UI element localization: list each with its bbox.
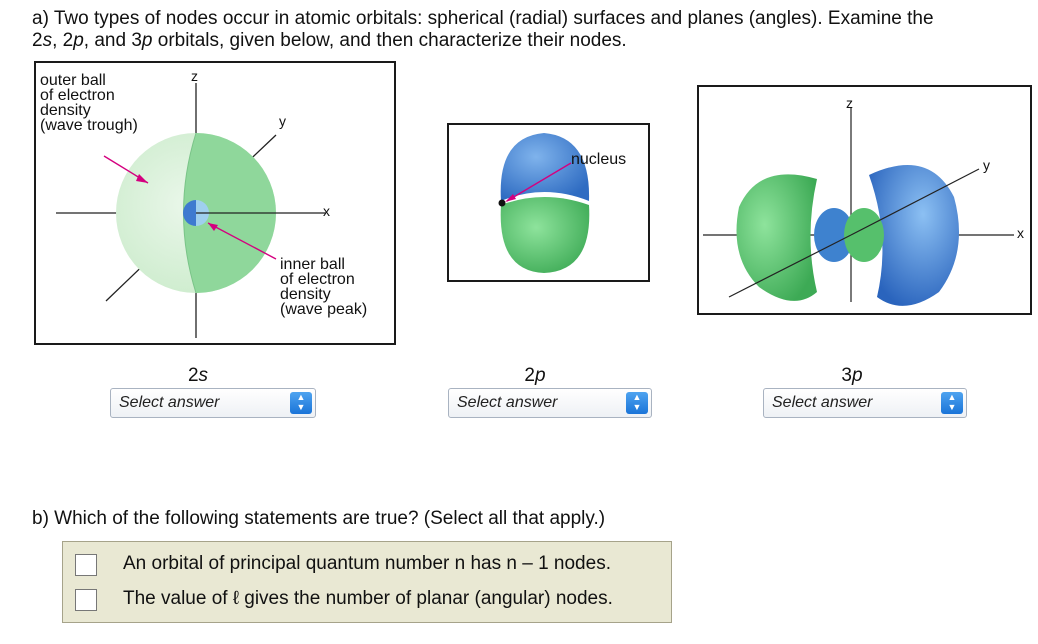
orbital-2p-drawing — [498, 133, 590, 273]
question-a-line2: 2s, 2p, and 3p orbitals, given below, an… — [32, 30, 627, 51]
axis-z-label-3p: z — [846, 95, 853, 111]
option-1-text: An orbital of principal quantum number n… — [123, 553, 611, 574]
orbital-3p-drawing — [703, 107, 1014, 306]
checkbox-2[interactable] — [75, 589, 97, 611]
orbital-label-2s: 2s — [187, 365, 209, 386]
orbital-2p-figure: nucleus — [447, 123, 650, 282]
select-arrows-icon[interactable]: ▲▼ — [626, 392, 648, 414]
select-2s[interactable]: Select answer ▲▼ — [110, 388, 316, 418]
inner-ball-label: inner ball of electron density (wave pea… — [280, 256, 368, 318]
axis-y-label: y — [279, 113, 286, 129]
select-arrows-icon[interactable]: ▲▼ — [290, 392, 312, 414]
orbital-label-3p: 3p — [841, 365, 863, 386]
orbital-2s-drawing — [56, 83, 326, 338]
select-arrows-icon[interactable]: ▲▼ — [941, 392, 963, 414]
axis-y-label-3p: y — [983, 157, 990, 173]
axis-z-label: z — [191, 68, 198, 84]
question-a-line1: a) Two types of nodes occur in atomic or… — [32, 8, 934, 29]
orbital-label-2p: 2p — [524, 365, 546, 386]
question-b: b) Which of the following statements are… — [32, 508, 606, 529]
orbital-3p-figure: z y x — [697, 85, 1032, 315]
orbital-2s-figure: outer ball of electron density (wave tro… — [34, 61, 396, 345]
select-2p[interactable]: Select answer ▲▼ — [448, 388, 652, 418]
option-2-text: The value of ℓ gives the number of plana… — [123, 588, 613, 609]
nucleus-label: nucleus — [571, 151, 627, 168]
axis-x-label-3p: x — [1017, 225, 1024, 241]
answer-options: An orbital of principal quantum number n… — [62, 541, 672, 623]
axis-x-label: x — [323, 203, 330, 219]
question-a: a) Two types of nodes occur in atomic or… — [32, 8, 1022, 52]
select-3p[interactable]: Select answer ▲▼ — [763, 388, 967, 418]
outer-ball-label: outer ball of electron density (wave tro… — [40, 72, 138, 134]
checkbox-1[interactable] — [75, 554, 97, 576]
